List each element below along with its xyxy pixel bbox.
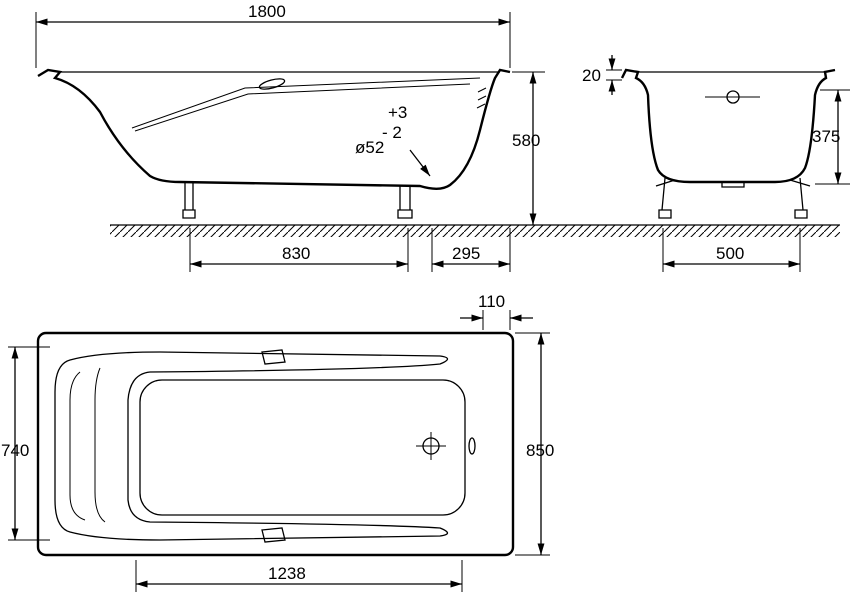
dim-inner-length-label: 1238 [268,564,306,583]
dim-inner-length: 1238 [135,560,463,592]
drain-icon [416,432,446,460]
dim-rim-label: 20 [582,66,601,85]
tub-end-profile [620,68,836,184]
side-view: +3 - 2 ø52 1800 580 830 295 [35,2,840,272]
handle-icons [261,349,286,543]
dim-inner-width: 740 [1,346,50,541]
dim-end-legs-label: 500 [716,244,744,263]
dim-depth: 375 [812,89,850,185]
end-legs [655,177,811,219]
tub-armrest [131,77,481,132]
dim-rim: 20 [582,55,622,95]
tub-legs [182,183,413,219]
dim-leg-spacing: 830 [189,228,409,272]
dim-length: 1800 [35,2,511,68]
dim-outer-width: 850 [515,332,554,556]
dim-drain-offset-label: 295 [452,244,480,263]
dim-height-label: 580 [512,131,540,150]
dim-leg-spacing-label: 830 [282,244,310,263]
dim-length-label: 1800 [248,2,286,21]
floor-hatch [110,225,840,237]
tolerance-plus: +3 [388,103,407,122]
dim-depth-label: 375 [812,127,840,146]
headrest-contour [69,367,106,523]
drain-outlet [721,181,745,188]
dim-outer-width-label: 850 [526,441,554,460]
dim-height: 580 [512,71,545,225]
drain-arrow [409,149,431,177]
dim-rim-width: 110 [460,292,533,330]
tub-side-profile [37,68,511,190]
dim-end-legs: 500 [662,228,801,272]
drain-diameter: ø52 [355,138,384,157]
overflow-icon [726,90,740,104]
tolerance-minus: - 2 [382,123,402,142]
dim-drain-offset: 295 [431,228,511,272]
overflow-marks [476,87,487,109]
top-view: 110 740 850 1238 [1,292,554,592]
handle-icon [258,78,286,90]
tub-inner-outline [54,351,449,541]
dim-inner-width-label: 740 [1,441,29,460]
overflow-top-icon [468,437,476,455]
end-view: 20 375 500 [582,55,850,272]
tub-basin [139,379,466,516]
tub-outline [36,331,515,557]
dim-rim-width-label: 110 [478,292,505,311]
